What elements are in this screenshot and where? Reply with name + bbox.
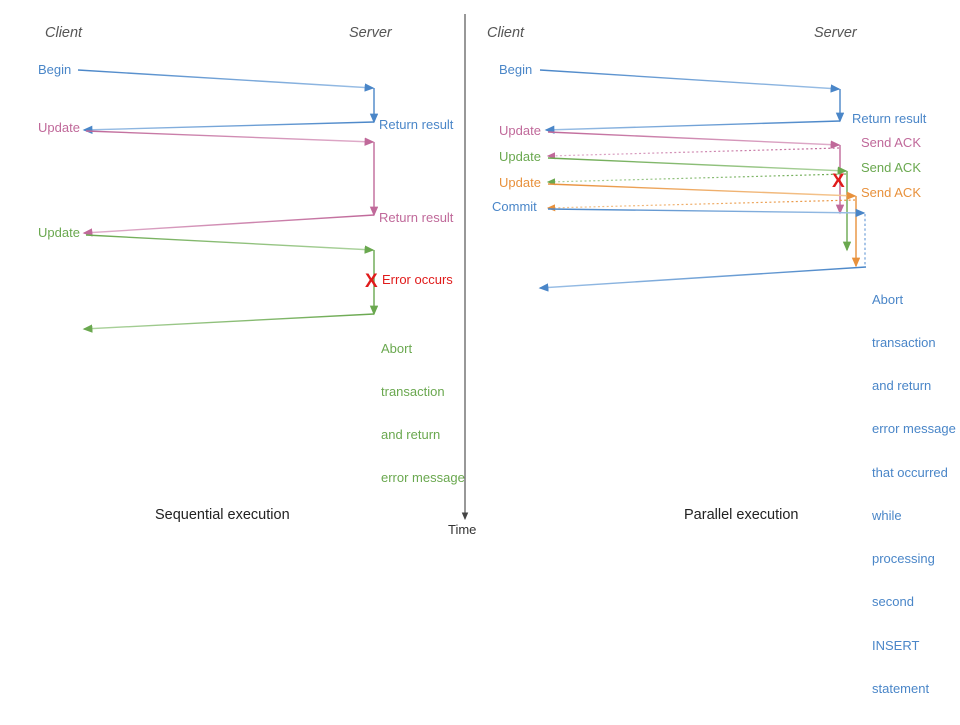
left-message-return-result-2: Return result	[379, 210, 454, 225]
right-arrow-update-green	[547, 157, 848, 175]
left-error-x-icon: X	[365, 271, 378, 292]
right-message-update-3: Update	[499, 175, 541, 190]
right-error-x-icon: X	[832, 171, 845, 192]
right-arrow-return-result	[544, 120, 841, 134]
right-message-update-2: Update	[499, 149, 541, 164]
left-actor-client: Client	[45, 25, 83, 41]
right-arrow-update-pink	[547, 131, 841, 149]
left-panel-arrows	[77, 14, 867, 521]
left-abort-note: Abort transaction and return error messa…	[381, 313, 465, 515]
right-message-update-1: Update	[499, 123, 541, 138]
right-arrow-update-orange	[547, 183, 857, 200]
right-abort-note: Abort transaction and return error messa…	[872, 264, 956, 725]
left-arrow-update-1	[85, 130, 375, 146]
right-arrow-abort-return	[538, 266, 867, 292]
right-arrow-commit	[547, 208, 866, 218]
time-axis-label: Time	[448, 522, 477, 537]
left-error-label: Error occurs	[382, 272, 453, 287]
left-arrow-return-result-2	[82, 214, 375, 237]
left-abort-note-line: transaction	[381, 384, 445, 400]
left-abort-note-line: error message	[381, 470, 465, 486]
right-arrow-ack-green	[546, 173, 847, 186]
left-arrow-abort-return	[82, 313, 375, 333]
right-abort-note-line: error message	[872, 421, 956, 437]
right-abort-note-line: processing	[872, 551, 935, 567]
right-message-return-result: Return result	[852, 111, 927, 126]
left-message-begin: Begin	[38, 62, 72, 77]
right-message-ack-2: Send ACK	[861, 160, 921, 175]
left-abort-note-line: and return	[381, 427, 441, 443]
right-message-ack-3: Send ACK	[861, 185, 921, 200]
left-message-update-1: Update	[38, 120, 80, 135]
left-abort-note-line: Abort	[381, 340, 413, 356]
right-abort-note-line: transaction	[872, 335, 936, 351]
right-arrow-ack-pink	[546, 147, 840, 160]
left-arrow-update-2	[85, 234, 375, 254]
right-actor-server: Server	[814, 25, 857, 41]
right-abort-note-line: Abort	[872, 291, 904, 307]
right-abort-note-line: second	[872, 594, 914, 610]
right-abort-note-line: and return	[872, 378, 932, 394]
right-panel-caption: Parallel execution	[684, 507, 799, 523]
left-arrow-begin	[77, 69, 375, 92]
right-message-ack-1: Send ACK	[861, 135, 921, 150]
right-abort-note-line: INSERT	[872, 637, 920, 653]
right-message-begin: Begin	[499, 62, 533, 77]
sequence-diagram-canvas: Client Server Begin Update Update Return…	[38, 14, 956, 696]
right-message-commit: Commit	[492, 199, 537, 214]
right-actor-client: Client	[487, 25, 525, 41]
left-message-update-2: Update	[38, 225, 80, 240]
right-arrow-begin	[539, 69, 841, 93]
left-panel-caption: Sequential execution	[155, 507, 290, 523]
right-abort-note-line: that occurred	[872, 464, 948, 480]
left-message-return-result-1: Return result	[379, 117, 454, 132]
right-arrow-ack-orange	[546, 199, 856, 212]
left-actor-server: Server	[349, 25, 392, 41]
right-abort-note-line: statement	[872, 680, 930, 696]
left-arrow-return-result-1	[82, 121, 375, 134]
right-abort-note-line: while	[872, 507, 902, 523]
